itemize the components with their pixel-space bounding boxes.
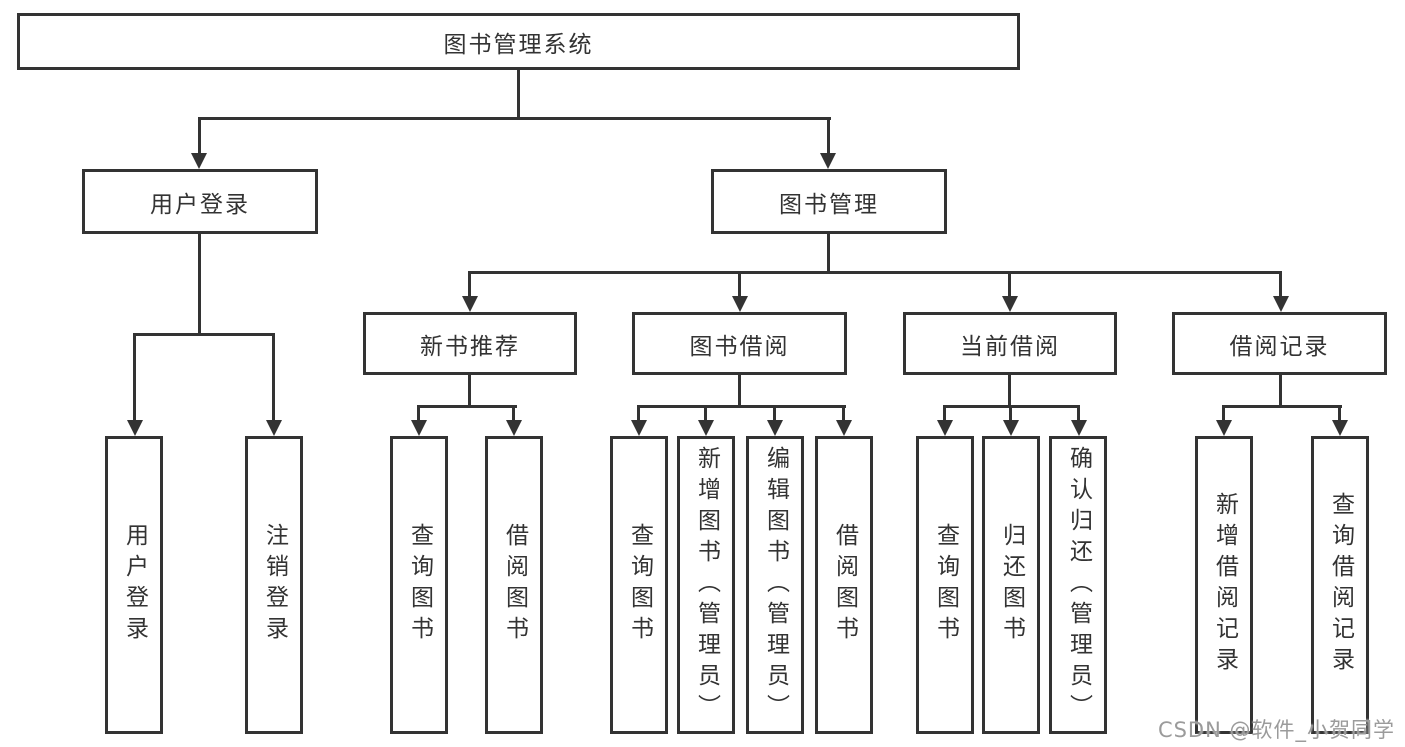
connector-line xyxy=(198,234,201,335)
arrowhead-icon xyxy=(411,420,427,436)
arrowhead-icon xyxy=(506,420,522,436)
connector-line xyxy=(738,375,741,407)
leaf-label: 借阅图书 xyxy=(831,523,858,647)
connector-line xyxy=(468,271,1282,274)
connector-line xyxy=(1008,271,1011,298)
leaf-label: 编辑图书（管理员） xyxy=(762,445,789,725)
connector-line xyxy=(827,117,830,155)
arrowhead-icon xyxy=(732,296,748,312)
leaf-add-borrow-record: 新增借阅记录 xyxy=(1195,436,1253,734)
arrowhead-icon xyxy=(1002,296,1018,312)
connector-line xyxy=(272,333,275,422)
arrowhead-icon xyxy=(1071,420,1087,436)
arrowhead-icon xyxy=(937,420,953,436)
node-current-borrow: 当前借阅 xyxy=(903,312,1117,375)
arrowhead-icon xyxy=(1273,296,1289,312)
node-root-label: 图书管理系统 xyxy=(443,31,594,58)
node-borrow-records: 借阅记录 xyxy=(1172,312,1387,375)
connector-line xyxy=(1222,405,1342,408)
watermark-text: CSDN @软件_小贺同学 xyxy=(1157,718,1395,742)
arrowhead-icon xyxy=(820,153,836,169)
connector-line xyxy=(133,333,136,422)
connector-line xyxy=(517,69,520,119)
leaf-user-login: 用户登录 xyxy=(105,436,163,734)
leaf-borrow-books: 借阅图书 xyxy=(485,436,543,734)
connector-line xyxy=(1338,405,1341,422)
leaf-edit-books-admin: 编辑图书（管理员） xyxy=(746,436,804,734)
leaf-return-books: 归还图书 xyxy=(982,436,1040,734)
arrowhead-icon xyxy=(1003,420,1019,436)
arrowhead-icon xyxy=(767,420,783,436)
connector-line xyxy=(1009,405,1012,422)
node-book-borrow: 图书借阅 xyxy=(632,312,847,375)
connector-line xyxy=(827,234,830,273)
node-root: 图书管理系统 xyxy=(17,13,1020,70)
connector-line xyxy=(133,333,275,336)
connector-line xyxy=(417,405,420,422)
leaf-label: 查询图书 xyxy=(932,523,959,647)
node-book-management-label: 图书管理 xyxy=(779,191,879,218)
leaf-label: 注销登录 xyxy=(261,523,288,647)
leaf-add-books-admin: 新增图书（管理员） xyxy=(677,436,735,734)
arrowhead-icon xyxy=(462,296,478,312)
connector-line xyxy=(773,405,776,422)
node-user-login-label: 用户登录 xyxy=(150,191,250,218)
leaf-borrow-books: 借阅图书 xyxy=(815,436,873,734)
connector-line xyxy=(468,271,471,298)
leaf-query-borrow-record: 查询借阅记录 xyxy=(1311,436,1369,734)
arrowhead-icon xyxy=(1216,420,1232,436)
connector-line xyxy=(1279,271,1282,298)
connector-line xyxy=(198,117,201,155)
arrowhead-icon xyxy=(127,420,143,436)
leaf-label: 查询图书 xyxy=(626,523,653,647)
connector-line xyxy=(1222,405,1225,422)
connector-line xyxy=(417,405,517,408)
connector-line xyxy=(842,405,845,422)
leaf-label: 查询借阅记录 xyxy=(1327,492,1354,678)
connector-line xyxy=(468,375,471,407)
arrowhead-icon xyxy=(191,153,207,169)
node-label: 图书借阅 xyxy=(689,333,790,360)
connector-line xyxy=(943,405,946,422)
node-label: 新书推荐 xyxy=(420,333,520,360)
leaf-label: 查询图书 xyxy=(406,523,433,647)
connector-line xyxy=(1279,375,1282,407)
leaf-label: 新增图书（管理员） xyxy=(693,445,720,725)
arrowhead-icon xyxy=(836,420,852,436)
node-label: 当前借阅 xyxy=(960,333,1060,360)
leaf-label: 新增借阅记录 xyxy=(1211,492,1238,678)
leaf-query-books: 查询图书 xyxy=(390,436,448,734)
leaf-label: 借阅图书 xyxy=(501,523,528,647)
leaf-label: 用户登录 xyxy=(121,523,148,647)
node-book-management: 图书管理 xyxy=(711,169,947,234)
connector-line xyxy=(1077,405,1080,422)
leaf-label: 确认归还（管理员） xyxy=(1065,445,1092,725)
connector-line xyxy=(637,405,640,422)
connector-line xyxy=(1008,375,1011,407)
node-new-book-recommend: 新书推荐 xyxy=(363,312,577,375)
arrowhead-icon xyxy=(698,420,714,436)
node-user-login: 用户登录 xyxy=(82,169,318,234)
arrowhead-icon xyxy=(631,420,647,436)
arrowhead-icon xyxy=(266,420,282,436)
connector-line xyxy=(637,405,846,408)
leaf-label: 归还图书 xyxy=(998,523,1025,647)
node-label: 借阅记录 xyxy=(1229,333,1330,360)
connector-line xyxy=(198,117,831,120)
connector-line xyxy=(512,405,515,422)
connector-line xyxy=(704,405,707,422)
leaf-query-books: 查询图书 xyxy=(610,436,668,734)
arrowhead-icon xyxy=(1332,420,1348,436)
connector-line xyxy=(738,271,741,298)
leaf-logout: 注销登录 xyxy=(245,436,303,734)
leaf-confirm-return-admin: 确认归还（管理员） xyxy=(1049,436,1107,734)
leaf-query-books: 查询图书 xyxy=(916,436,974,734)
